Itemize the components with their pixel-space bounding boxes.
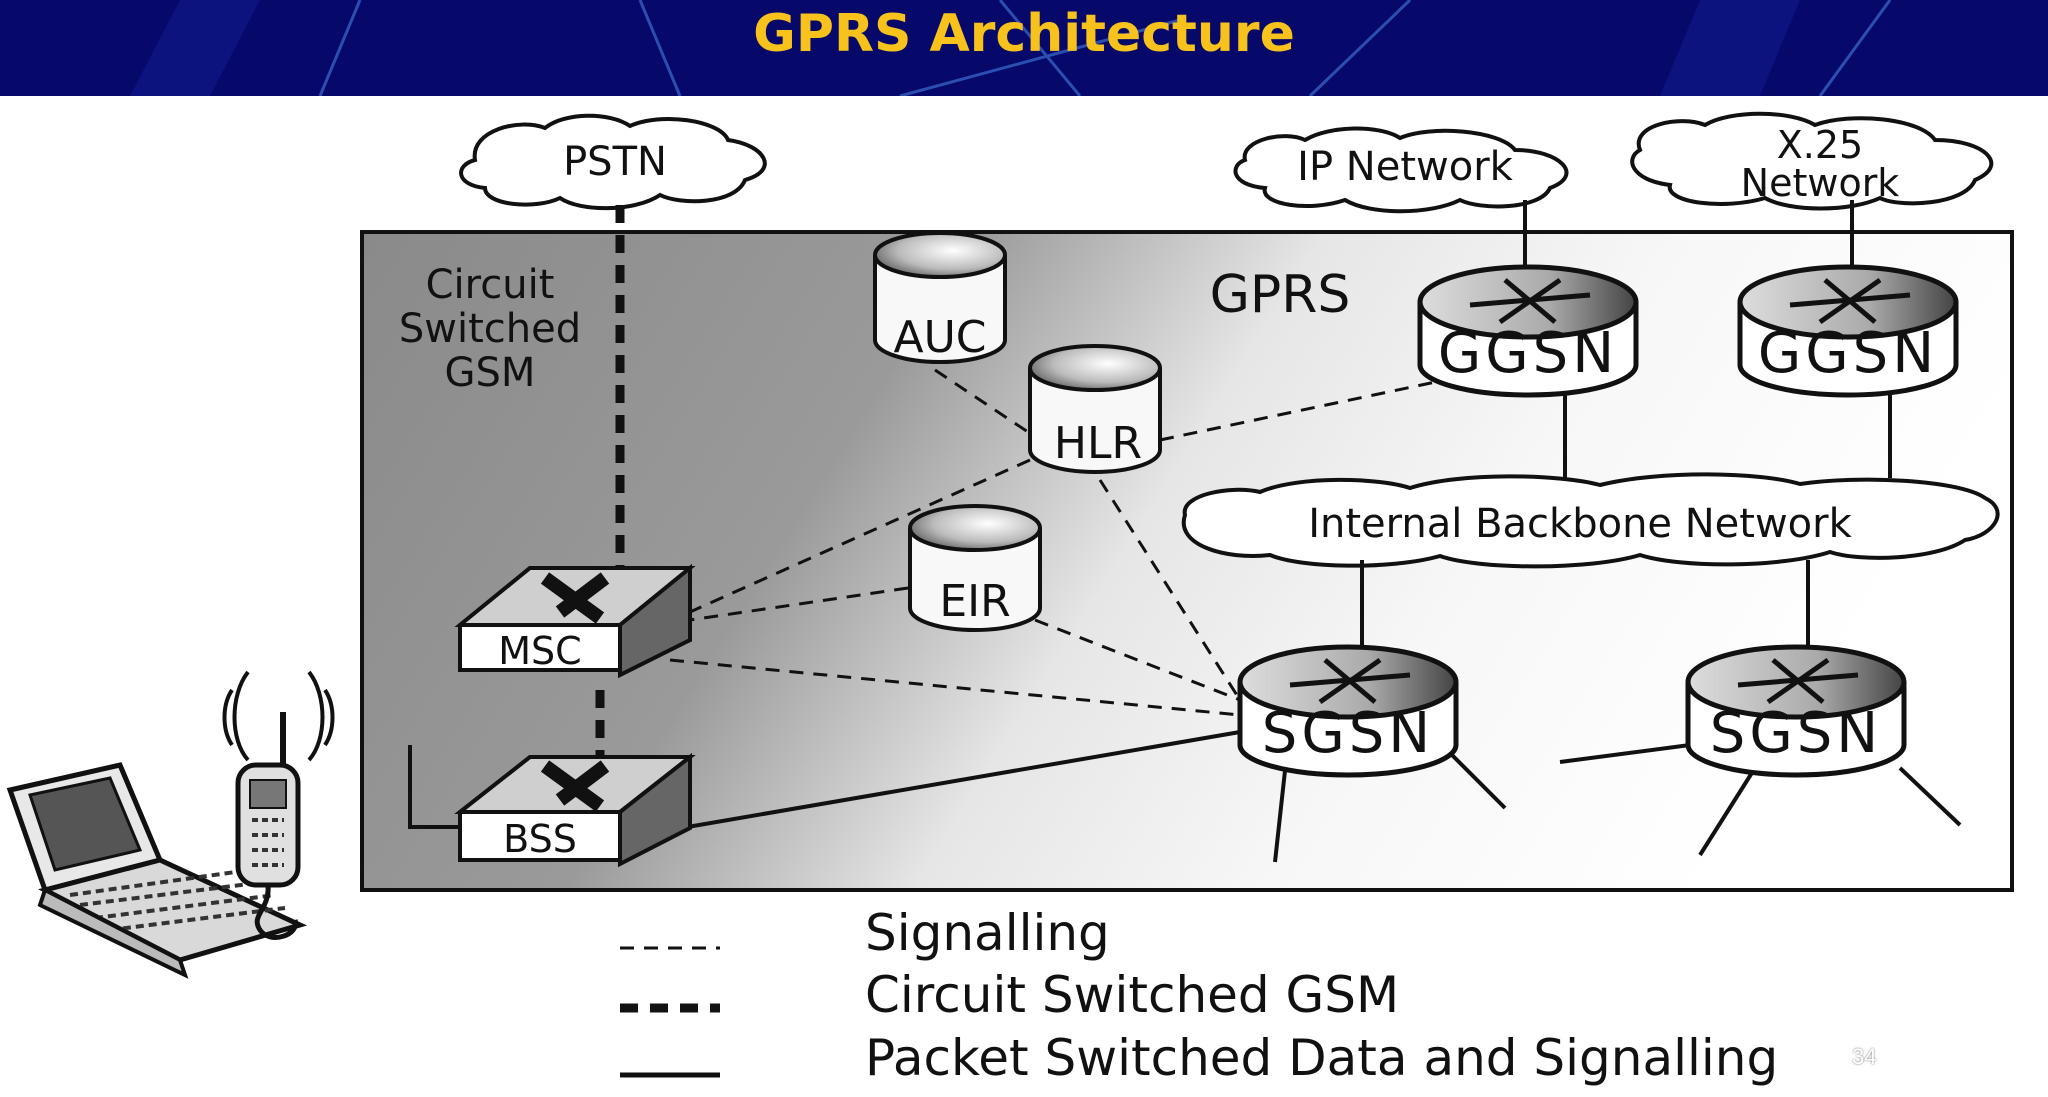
signalling-links <box>669 368 1446 717</box>
circuit-label-line1: Circuit <box>426 262 555 308</box>
sgsn-router-2: SGSN <box>1685 644 1907 778</box>
eir-database: EIR <box>908 504 1042 632</box>
circuit-switched-gsm-label: Circuit Switched GSM <box>399 262 581 396</box>
legend-label-packet: Packet Switched Data and Signalling <box>865 1029 1778 1087</box>
hlr-database: HLR <box>1028 344 1162 474</box>
ip-network-label: IP Network <box>1297 144 1513 190</box>
slide-header: GPRS Architecture <box>0 0 2048 96</box>
ip-network-cloud: IP Network <box>1233 126 1569 214</box>
hlr-label: HLR <box>1054 418 1142 469</box>
laptop-icon <box>6 762 308 979</box>
x25-network-cloud: X.25 Network <box>1630 111 1994 211</box>
legend-item-signalling: Signalling <box>620 904 1110 962</box>
auc-label: AUC <box>893 312 986 363</box>
pstn-label: PSTN <box>563 139 667 185</box>
backbone-cloud: Internal Backbone Network <box>1181 472 2000 569</box>
bss-label: BSS <box>503 817 577 861</box>
circuit-links <box>595 205 625 760</box>
pstn-cloud: PSTN <box>459 113 767 211</box>
legend-item-circuit: Circuit Switched GSM <box>620 966 1399 1024</box>
x25-label-line1: X.25 <box>1777 123 1863 167</box>
backbone-label: Internal Backbone Network <box>1308 501 1852 547</box>
mobile-phone-icon <box>222 670 335 940</box>
ggsn-2-label: GGSN <box>1758 321 1938 386</box>
ggsn-router-2: GGSN <box>1737 264 1959 398</box>
sgsn-router-1: SGSN <box>1237 644 1459 778</box>
msc-label: MSC <box>498 629 581 673</box>
eir-label: EIR <box>939 576 1010 627</box>
legend: Signalling Circuit Switched GSM Packet S… <box>620 904 1778 1087</box>
bss-switch: BSS <box>454 752 696 868</box>
ggsn-1-label: GGSN <box>1438 321 1618 386</box>
legend-label-signalling: Signalling <box>865 904 1110 962</box>
packet-links <box>408 200 1962 863</box>
x25-label-line2: Network <box>1741 161 1900 205</box>
ggsn-router-1: GGSN <box>1417 264 1639 398</box>
slide-title: GPRS Architecture <box>753 4 1295 64</box>
sgsn-1-label: SGSN <box>1262 701 1434 766</box>
auc-database: AUC <box>873 231 1007 364</box>
msc-switch: MSC <box>454 563 696 679</box>
slide-number: 34 <box>1852 1044 1877 1069</box>
gprs-region-label: GPRS <box>1210 265 1351 325</box>
legend-item-packet: Packet Switched Data and Signalling <box>620 1029 1778 1087</box>
sgsn-2-label: SGSN <box>1710 701 1882 766</box>
legend-label-circuit: Circuit Switched GSM <box>865 966 1399 1024</box>
header-decoration <box>130 0 1892 96</box>
circuit-label-line2: Switched <box>399 306 581 352</box>
circuit-label-line3: GSM <box>445 350 536 396</box>
